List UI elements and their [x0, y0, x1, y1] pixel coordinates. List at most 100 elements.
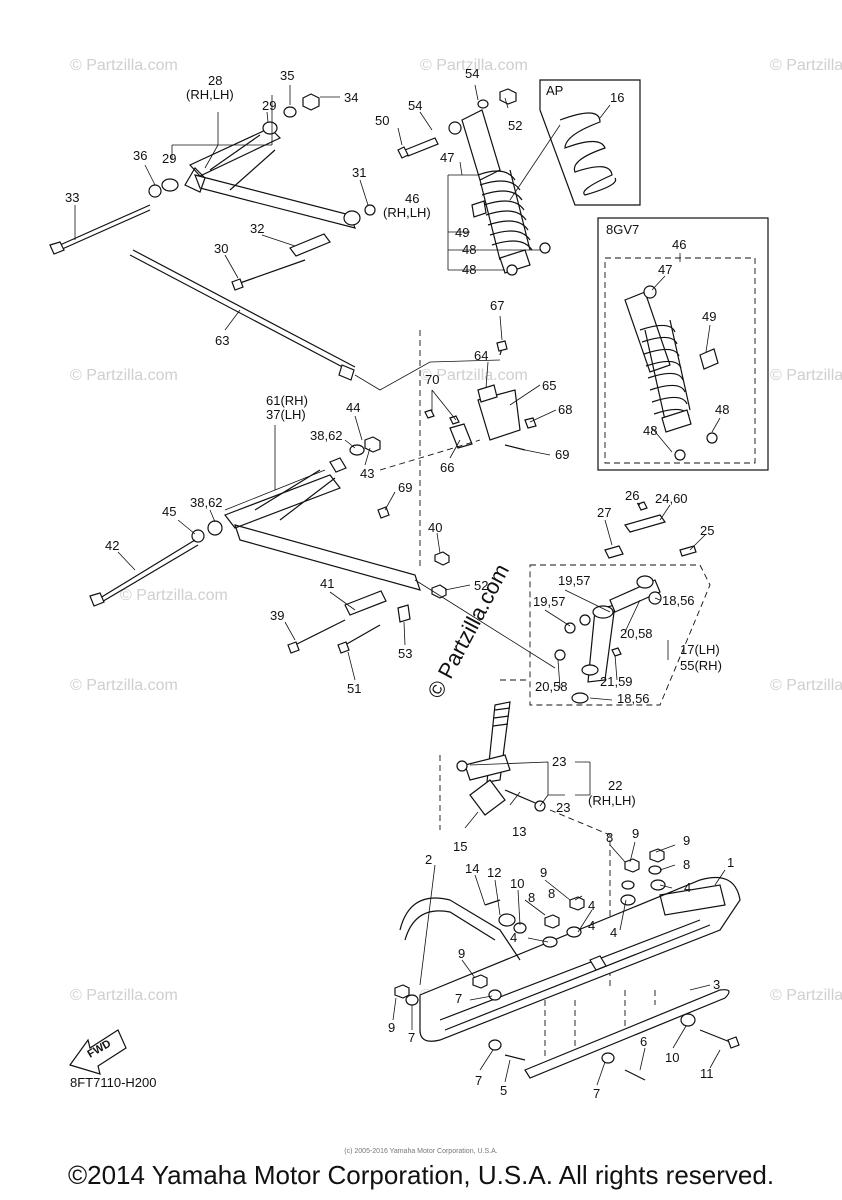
callout: 42 [105, 538, 119, 553]
callout: (RH,LH) [383, 205, 431, 220]
callout: 66 [440, 460, 454, 475]
callout: 8 [528, 890, 535, 905]
callout: 14 [465, 861, 479, 876]
spindle-assembly [529, 501, 711, 706]
callout: 41 [320, 576, 334, 591]
callout: 35 [280, 68, 294, 83]
callout: 47 [658, 262, 672, 277]
callout: 13 [512, 824, 526, 839]
callout: 32 [250, 221, 264, 236]
callout: 20,58 [620, 626, 653, 641]
leader-lines [74, 84, 726, 1086]
callout: 9 [388, 1020, 395, 1035]
callout: 47 [440, 150, 454, 165]
callout: 38,62 [190, 495, 223, 510]
watermark: © Partzilla.com [70, 57, 178, 74]
callout: 23 [556, 800, 570, 815]
shock-absorber [397, 88, 561, 276]
callout: 38,62 [310, 428, 343, 443]
callout: 28 [208, 73, 222, 88]
callout: 9 [632, 826, 639, 841]
callout: 17(LH) [680, 642, 720, 657]
callout: 52 [508, 118, 522, 133]
callout: 67 [490, 298, 504, 313]
callout: 69 [555, 447, 569, 462]
callout: 50 [375, 113, 389, 128]
box-title: 8GV7 [606, 222, 639, 237]
callout: 36 [133, 148, 147, 163]
callout: 4 [610, 925, 617, 940]
callout: 49 [702, 309, 716, 324]
callout: 40 [428, 520, 442, 535]
callout: 11 [700, 1066, 714, 1081]
callout: 52 [474, 578, 488, 593]
callout: 18,56 [662, 593, 695, 608]
watermark: © Partzilla.com [770, 367, 842, 384]
small-copyright: (c) 2005-2016 Yamaha Motor Corporation, … [344, 1148, 498, 1155]
callout: 3 [713, 977, 720, 992]
callout: 18,56 [617, 691, 650, 706]
callout: 8 [606, 830, 613, 845]
callout: (RH,LH) [186, 87, 234, 102]
callout: 64 [474, 348, 488, 363]
callout: 9 [683, 833, 690, 848]
callout: 10 [510, 876, 524, 891]
callout: 25 [700, 523, 714, 538]
footer: (c) 2005-2016 Yamaha Motor Corporation, … [0, 1148, 842, 1200]
callout: (RH,LH) [588, 793, 636, 808]
callout: 29 [262, 98, 276, 113]
callout: 7 [475, 1073, 482, 1088]
callout: 6 [640, 1034, 647, 1049]
parts-diagram: © Partzilla.com © Partzilla.com © Partzi… [49, 57, 842, 1101]
callout: 48 [462, 262, 476, 277]
callout: 7 [408, 1030, 415, 1045]
callout: 2 [425, 852, 432, 867]
callout: 12 [487, 865, 501, 880]
callout: 27 [597, 505, 611, 520]
callout: 7 [455, 991, 462, 1006]
callout: 9 [540, 865, 547, 880]
fwd-arrow-icon: FWD [69, 1029, 127, 1075]
watermark: © Partzilla.com [770, 677, 842, 694]
callout: 31 [352, 165, 366, 180]
callout: 4 [684, 880, 691, 895]
callout: 61(RH) [266, 393, 308, 408]
callout: 53 [398, 646, 412, 661]
callout: 10 [665, 1050, 679, 1065]
callout: 5 [500, 1083, 507, 1098]
callout: 70 [425, 372, 439, 387]
watermark: © Partzilla.com [70, 677, 178, 694]
ap-detail-box: AP [539, 79, 641, 206]
callout: 55(RH) [680, 658, 722, 673]
callout: 4 [588, 918, 595, 933]
callout: 29 [162, 151, 176, 166]
callout: 49 [455, 225, 469, 240]
lower-a-arm [89, 436, 556, 669]
watermark: © Partzilla.com [120, 587, 228, 604]
variant-detail-box: 8GV7 [597, 217, 769, 471]
callout: 19,57 [533, 594, 566, 609]
watermark: © Partzilla.com [770, 57, 842, 74]
watermark: © Partzilla.com [420, 57, 528, 74]
box-title: AP [546, 83, 563, 98]
callout: 26 [625, 488, 639, 503]
upper-a-arm [49, 93, 376, 291]
callout: 34 [344, 90, 358, 105]
watermark: © Partzilla.com [70, 367, 178, 384]
callout: 21,59 [600, 674, 633, 689]
callout: 19,57 [558, 573, 591, 588]
callout: 37(LH) [266, 407, 306, 422]
callout: 7 [593, 1086, 600, 1101]
callout: 46 [672, 237, 686, 252]
callout: 63 [215, 333, 229, 348]
callout: 46 [405, 191, 419, 206]
steering-bracket [379, 330, 537, 570]
callout: 8 [683, 857, 690, 872]
watermark: © Partzilla.com [420, 367, 528, 384]
callout: 30 [214, 241, 228, 256]
callout: 48 [462, 242, 476, 257]
callout: 33 [65, 190, 79, 205]
callout-labels: 28 (RH,LH) 29 29 35 34 36 33 31 32 30 63… [65, 66, 734, 1101]
callout: 54 [408, 98, 422, 113]
watermark-layer: © Partzilla.com © Partzilla.com © Partzi… [70, 57, 842, 1004]
